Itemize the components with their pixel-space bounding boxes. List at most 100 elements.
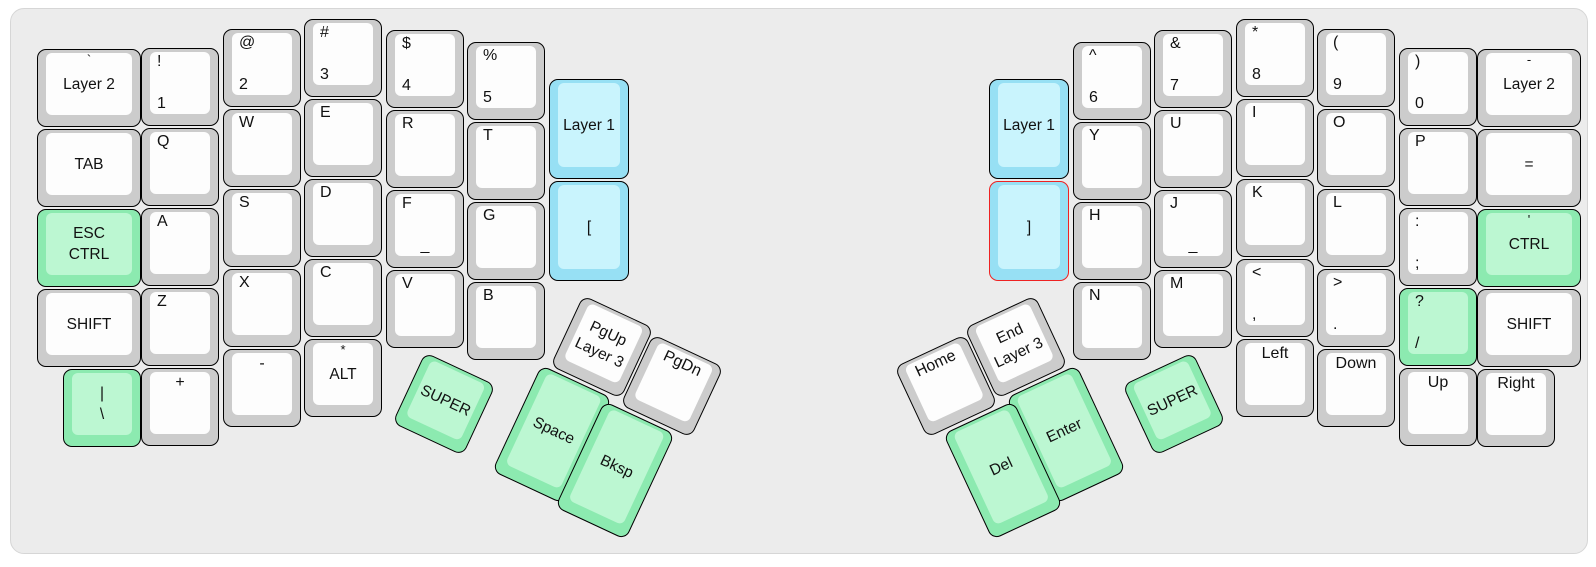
key-2[interactable]: @2 [223,29,301,107]
keycap-top: ?/ [1408,292,1468,354]
key-pipe-backslash[interactable]: |\ [63,369,141,447]
key-slash[interactable]: ?/ [1399,288,1477,366]
keycap-top: O [1326,113,1386,175]
key-z[interactable]: Z [141,288,219,366]
key-0[interactable]: )0 [1399,48,1477,126]
key-tab[interactable]: TAB [37,129,141,207]
key-h[interactable]: H [1073,202,1151,280]
key-9[interactable]: (9 [1317,29,1395,107]
key-legend: 2 [239,76,248,93]
key-legend: Down [1335,355,1377,372]
key-super-left[interactable]: SUPER [392,352,496,456]
key-6[interactable]: ^6 [1073,42,1151,120]
key-legend: ' [1527,212,1531,227]
key-shift-right[interactable]: SHIFT [1477,289,1581,367]
key-down[interactable]: Down [1317,349,1395,427]
key-c[interactable]: C [304,259,382,337]
key-legend: SHIFT [66,315,112,333]
key-star-alt[interactable]: *ALT [304,339,382,417]
key-layer1-left[interactable]: Layer 1 [549,79,629,179]
keycap-top: |\ [72,373,132,435]
key-up[interactable]: Up [1399,368,1477,446]
key-minus-left[interactable]: - [223,349,301,427]
keycap-top: Home [904,341,985,424]
key-k[interactable]: K [1236,179,1314,257]
keycap-top: Y [1082,126,1142,188]
key-legend: < [1252,264,1262,281]
key-u[interactable]: U [1154,110,1232,188]
keycap-top: N [1082,286,1142,348]
key-m[interactable]: M [1154,270,1232,348]
key-w[interactable]: W [223,109,301,187]
key-legend: Home [912,347,959,381]
key-y[interactable]: Y [1073,122,1151,200]
key-legend: @ [239,34,256,51]
key-f[interactable]: F_ [386,190,464,268]
key-quote-ctrl[interactable]: ' CTRL [1477,209,1581,287]
key-3[interactable]: #3 [304,19,382,97]
key-p[interactable]: P [1399,128,1477,206]
key-period[interactable]: >. [1317,269,1395,347]
key-i[interactable]: I [1236,99,1314,177]
key-8[interactable]: *8 [1236,19,1314,97]
key-g[interactable]: G [467,202,545,280]
key-legend: > [1333,274,1343,291]
key-legend-group: |\ [72,373,132,435]
key-layer1-right[interactable]: Layer 1 [989,79,1069,179]
key-shift-left[interactable]: SHIFT [37,289,141,367]
keycap-top: Layer 1 [558,83,620,167]
key-legend: [ [586,218,592,236]
key-left[interactable]: Left [1236,339,1314,417]
key-rbracket[interactable]: ] [989,181,1069,281]
key-a[interactable]: A [141,208,219,286]
key-q[interactable]: Q [141,128,219,206]
keycap-top: I [1245,103,1305,165]
key-o[interactable]: O [1317,109,1395,187]
key-equals[interactable]: = [1477,129,1581,207]
keycap-top: <, [1245,263,1305,325]
key-4[interactable]: $4 [386,30,464,108]
key-lbracket[interactable]: [ [549,181,629,281]
key-legend: 9 [1333,76,1342,93]
key-e[interactable]: E [304,99,382,177]
key-legend-group: SHIFT [1486,293,1572,355]
key-s[interactable]: S [223,189,301,267]
key-legend: V [402,275,413,292]
key-legend: ` [86,52,92,67]
key-b[interactable]: B [467,282,545,360]
key-legend: W [239,114,255,131]
key-legend: Left [1261,345,1289,362]
key-legend: Enter [1043,415,1085,447]
key-v[interactable]: V [386,270,464,348]
key-plus[interactable]: + [141,368,219,446]
key-legend: J [1170,195,1178,212]
key-super-right[interactable]: SUPER [1122,352,1226,456]
key-d[interactable]: D [304,179,382,257]
keycap-top: L [1326,193,1386,255]
key-t[interactable]: T [467,122,545,200]
key-n[interactable]: N [1073,282,1151,360]
keycap-top: Q [150,132,210,194]
key-legend-group: CTRL [1486,213,1572,275]
key-l[interactable]: L [1317,189,1395,267]
key-right[interactable]: Right [1477,369,1555,447]
key-legend: ; [1415,255,1420,272]
key-x[interactable]: X [223,269,301,347]
key-7[interactable]: &7 [1154,30,1232,108]
key-5[interactable]: %5 [467,42,545,120]
key-minus-layer2[interactable]: -Layer 2 [1477,49,1581,127]
key-comma[interactable]: <, [1236,259,1314,337]
key-semicolon[interactable]: :; [1399,208,1477,286]
keycap-top: - [232,353,292,415]
key-legend: P [1415,133,1426,150]
keycap-top: E [313,103,373,165]
key-r[interactable]: R [386,110,464,188]
key-legend: ] [1026,218,1032,236]
key-grave-layer2[interactable]: `Layer 2 [37,49,141,127]
key-legend: CTRL [1508,235,1550,253]
key-1[interactable]: !1 [141,48,219,126]
key-j[interactable]: J_ [1154,190,1232,268]
key-legend-group: = [1486,133,1572,195]
